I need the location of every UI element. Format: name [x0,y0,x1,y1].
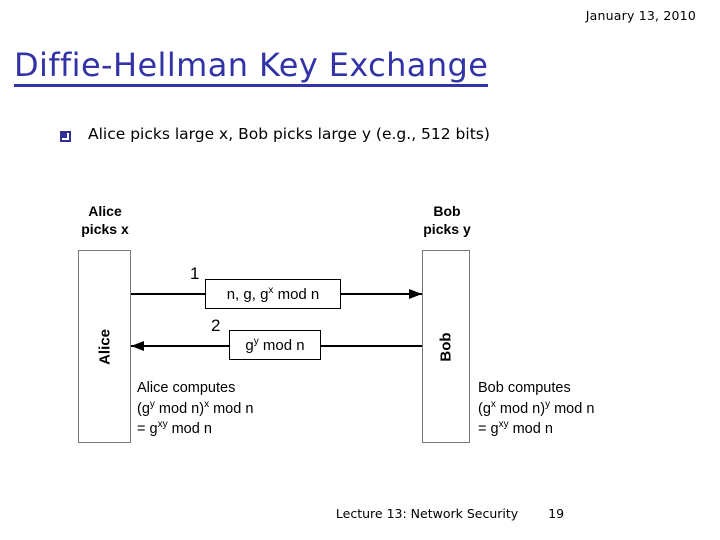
alice-caption-line1: Alice [88,203,122,219]
bob-box: Bob [422,250,470,443]
alice-computation-line3: = gxy mod n [137,419,212,438]
bob-caption: Bob picks y [400,203,494,238]
alice-caption: Alice picks x [58,203,152,238]
page-title-text: Diffie-Hellman Key Exchange [14,48,489,87]
message-2-box: gy mod n [229,330,321,360]
message-1-number: 1 [190,264,200,283]
page-title: Diffie-Hellman Key Exchange [14,46,489,87]
message-1-text: n, g, gx mod n [226,284,320,303]
bob-computation: Bob computes (gx mod n)y mod n = gxy mod… [478,378,594,440]
alice-computation-line1: Alice computes [137,380,236,396]
message-1-line-right [341,293,422,295]
arrow-left-icon [131,341,144,351]
square-bullet-icon [60,131,71,142]
message-2-line-right [321,345,422,347]
bob-caption-line1: Bob [433,203,461,219]
slide-date: January 13, 2010 [585,8,696,23]
message-2-line-left [131,345,229,347]
message-2-number: 2 [211,316,221,335]
bob-computation-line3: = gxy mod n [478,419,553,438]
page-number: 19 [548,506,565,521]
alice-box-label: Alice [96,328,113,365]
alice-box: Alice [78,250,131,443]
slide-footer: Lecture 13: Network Security 19 [0,506,720,521]
bob-computation-line2: (gx mod n)y mod n [478,398,595,417]
bob-computation-line1: Bob computes [478,380,571,396]
alice-caption-line2: picks x [81,220,129,237]
message-1-line-left [131,293,205,295]
message-1-box: n, g, gx mod n [205,279,341,309]
bob-caption-line2: picks y [423,220,471,237]
bullet-item-label: Alice picks large x, Bob picks large y (… [88,125,490,143]
alice-computation-line2: (gy mod n)x mod n [137,398,254,417]
bullet-item: Alice picks large x, Bob picks large y (… [60,125,490,144]
footer-lecture-label: Lecture 13: Network Security [335,506,519,521]
arrow-right-icon [409,289,422,299]
alice-computation: Alice computes (gy mod n)x mod n = gxy m… [137,378,253,440]
bob-box-label: Bob [437,331,455,362]
message-2-text: gy mod n [245,335,305,354]
